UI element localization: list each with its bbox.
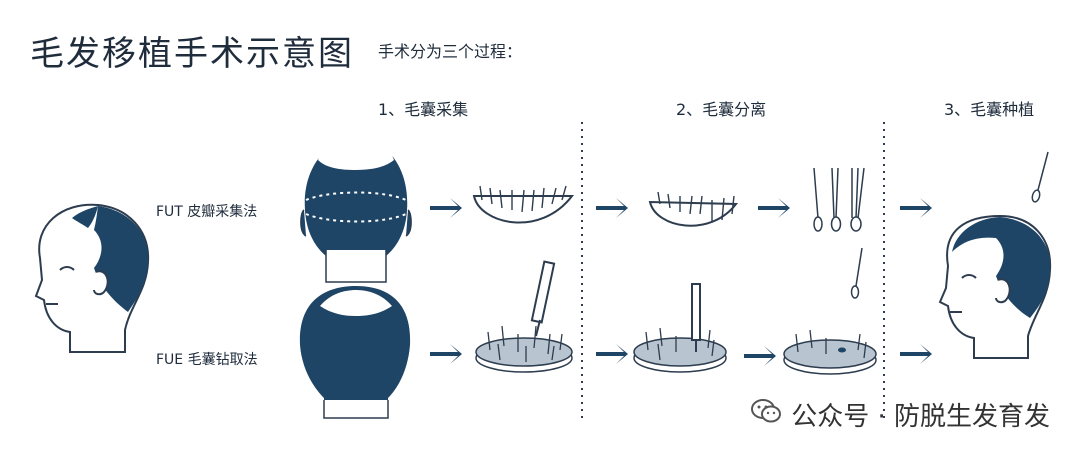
diagram-title: 毛发移植手术示意图 bbox=[30, 34, 354, 74]
watermark: 公众号 · 防脱生发育发 bbox=[751, 396, 1050, 433]
step-label-harvest: 1、毛囊采集 bbox=[378, 100, 469, 119]
fue-disc-harvest bbox=[475, 260, 573, 373]
arrow-fue-1 bbox=[430, 344, 462, 364]
fue-disc-separation bbox=[633, 283, 727, 373]
step-label-separation: 2、毛囊分离 bbox=[676, 100, 767, 119]
arrow-fut-4 bbox=[900, 198, 932, 218]
head-after-profile bbox=[938, 214, 1052, 359]
arrows bbox=[430, 198, 932, 366]
arrow-fut-3 bbox=[758, 198, 790, 218]
method-label-fue: FUE 毛囊钻取法 bbox=[156, 352, 258, 368]
watermark-text: 公众号 · 防脱生发育发 bbox=[791, 402, 1050, 432]
method-label-fut: FUT 皮瓣采集法 bbox=[156, 204, 258, 220]
diagram-subtitle: 手术分为三个过程： bbox=[378, 42, 523, 61]
fut-strip bbox=[472, 185, 575, 224]
head-back-fue bbox=[299, 286, 411, 419]
arrow-fue-4 bbox=[900, 344, 932, 364]
follicle-grafts bbox=[813, 167, 865, 232]
wechat-icon bbox=[751, 398, 782, 431]
arrow-fut-1 bbox=[430, 198, 462, 218]
arrow-fut-2 bbox=[596, 198, 628, 218]
head-back-fut bbox=[300, 136, 412, 283]
single-graft bbox=[1031, 151, 1049, 203]
fue-disc-implant bbox=[783, 247, 877, 375]
fut-separated-strip bbox=[648, 191, 738, 227]
head-before-profile bbox=[34, 203, 150, 353]
step-label-implant: 3、毛囊种植 bbox=[944, 100, 1035, 119]
arrow-fue-3 bbox=[744, 346, 776, 366]
arrow-fue-2 bbox=[596, 344, 628, 364]
